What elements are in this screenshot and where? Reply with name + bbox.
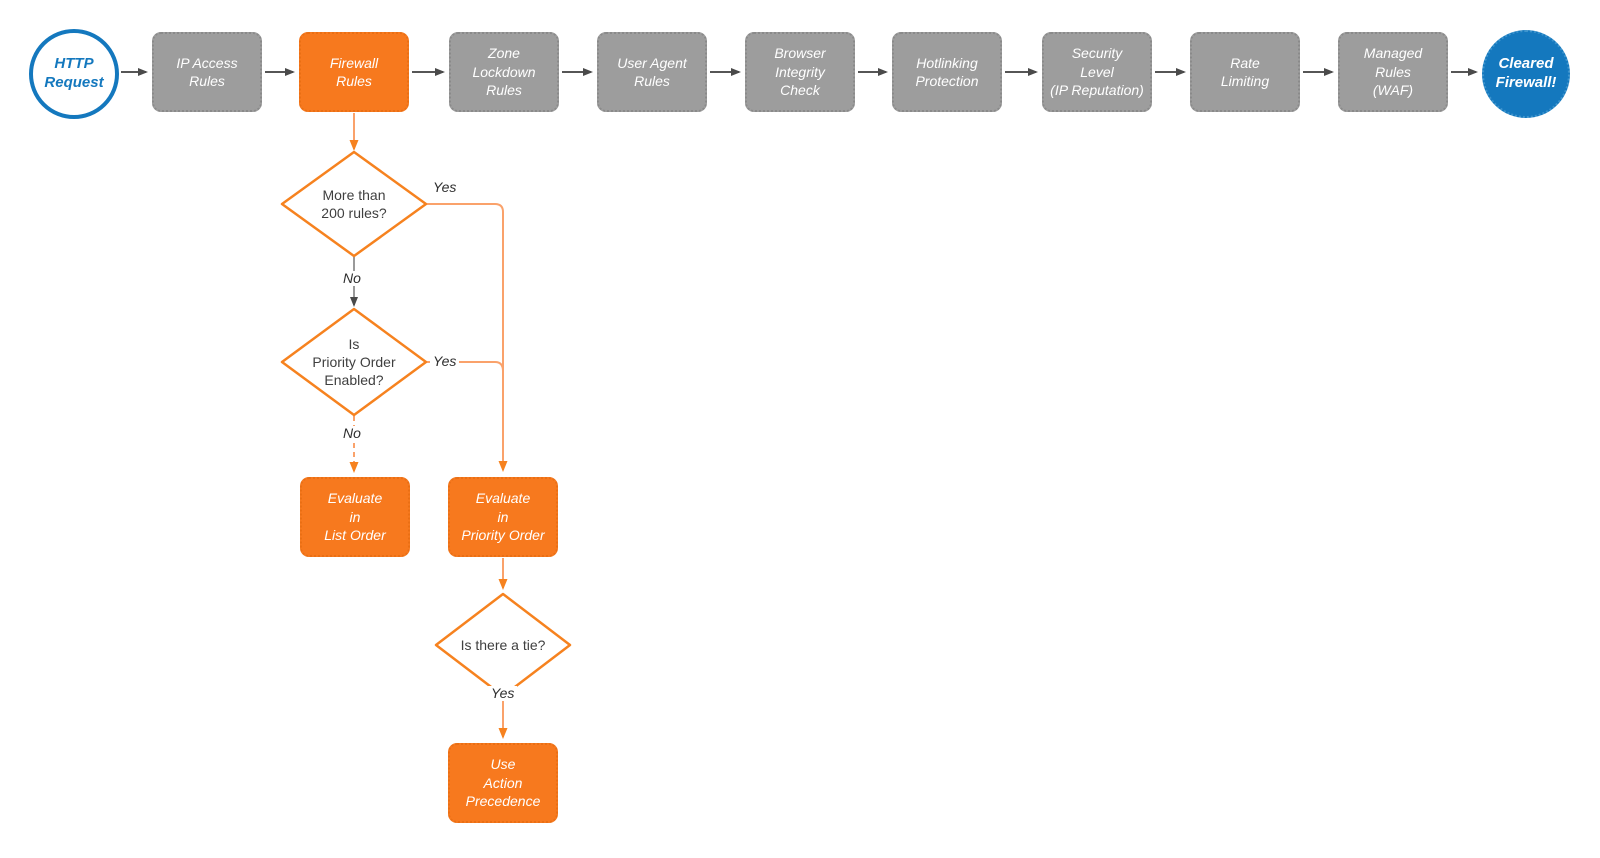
edge-label-yes-3: Yes (488, 685, 518, 702)
connector-decision1-yes (427, 203, 508, 472)
node-security-level: Security Level (IP Reputation) (1042, 32, 1152, 112)
node-firewall-rules: Firewall Rules (299, 32, 409, 112)
node-browser-integrity-check: Browser Integrity Check (745, 32, 855, 112)
edge-label-yes-2: Yes (430, 353, 460, 370)
node-cleared-firewall: Cleared Firewall! (1482, 30, 1570, 118)
node-hotlinking-protection: Hotlinking Protection (892, 32, 1002, 112)
node-evaluate-priority-order: Evaluate in Priority Order (448, 477, 558, 557)
node-rate-limiting: Rate Limiting (1190, 32, 1300, 112)
edge-label-no-1: No (340, 270, 364, 287)
node-http-request: HTTP Request (29, 29, 119, 119)
decision-more-rules-shape (280, 150, 428, 258)
edge-label-no-2: No (340, 425, 364, 442)
node-managed-rules-waf: Managed Rules (WAF) (1338, 32, 1448, 112)
node-ip-access-rules: IP Access Rules (152, 32, 262, 112)
node-zone-lockdown-rules: Zone Lockdown Rules (449, 32, 559, 112)
decision-diamonds (280, 150, 572, 698)
connector-decision2-yes (427, 361, 504, 372)
node-use-action-precedence: Use Action Precedence (448, 743, 558, 823)
node-evaluate-list-order: Evaluate in List Order (300, 477, 410, 557)
node-user-agent-rules: User Agent Rules (597, 32, 707, 112)
decision-tie-shape (434, 592, 572, 698)
decision-priority-enabled-shape (280, 307, 428, 417)
edge-label-yes-1: Yes (430, 179, 460, 196)
